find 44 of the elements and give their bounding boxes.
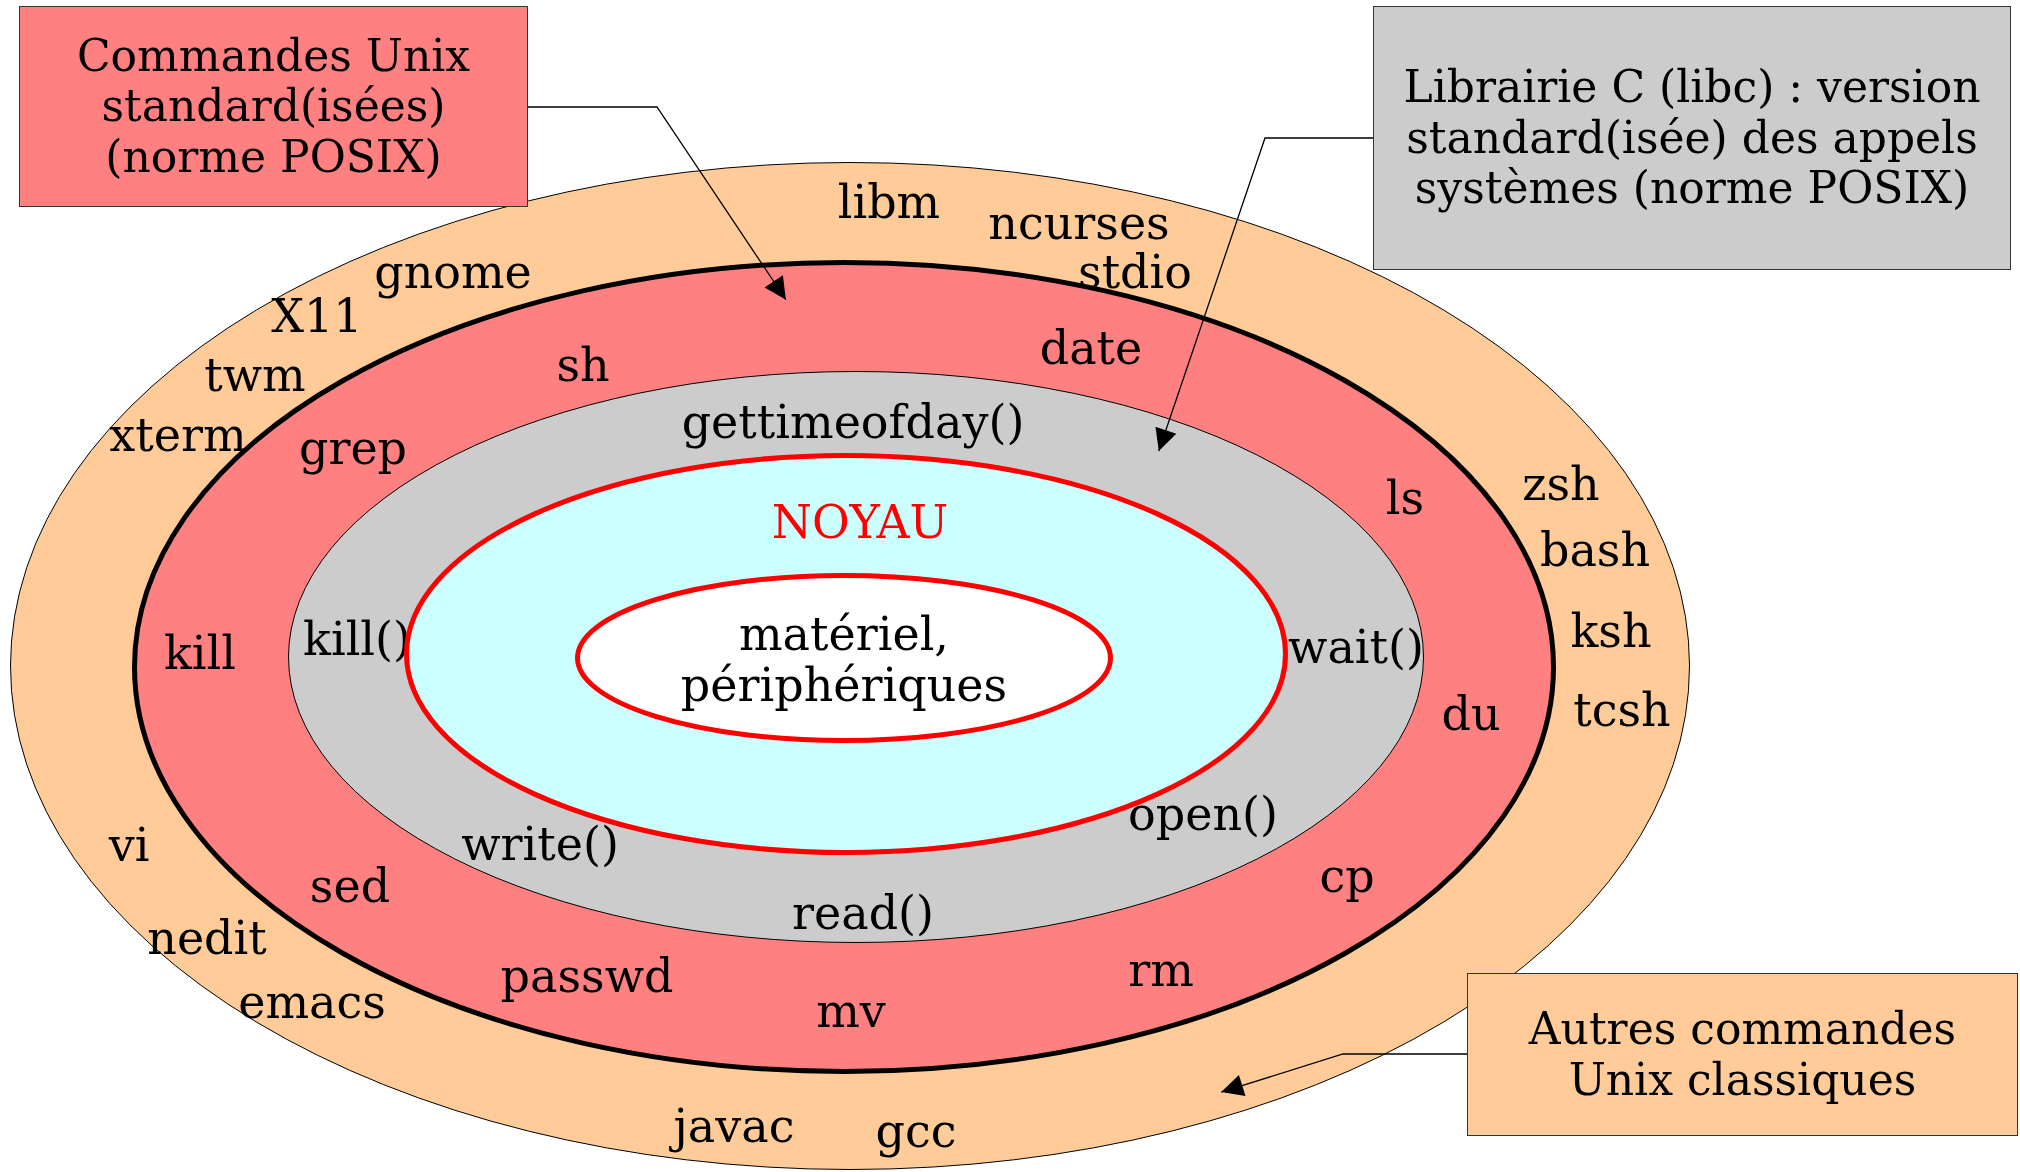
layer-item-label: X11 <box>271 290 363 342</box>
layer-item-label: gettimeofday() <box>681 396 1025 448</box>
layer-item-label: du <box>1441 688 1501 740</box>
layer-item-label: bash <box>1539 524 1651 576</box>
layer-item-label: NOYAU <box>771 496 949 548</box>
layer-item-label: matériel, périphériques <box>679 609 1009 711</box>
layer-item-label: passwd <box>500 950 674 1002</box>
callout-box <box>1373 6 2011 270</box>
hardware-ellipse <box>575 573 1113 743</box>
layer-item-label: ksh <box>1570 605 1652 657</box>
callout-box <box>1467 973 2018 1136</box>
callout-text: Librairie C (libc) : version standard(isée) des appels systèmes (norme POSIX) <box>1402 62 1982 214</box>
layer-item-label: zsh <box>1522 458 1600 510</box>
layer-item-label: nedit <box>147 912 267 964</box>
leader-arrow <box>1155 137 1374 452</box>
layer-item-label: gcc <box>875 1105 957 1157</box>
layer-item-label: date <box>1039 322 1143 374</box>
callout-text: Commandes Unix standard(isées) (norme POSIX) <box>75 30 472 183</box>
layer-item-label: ls <box>1385 472 1425 524</box>
layer-item-label: twm <box>204 349 306 401</box>
leader-arrow <box>527 106 787 301</box>
layer-item-label: kill <box>164 627 236 679</box>
leader-arrow <box>1220 1053 1468 1097</box>
layer-item-label: emacs <box>238 976 386 1028</box>
layer-item-label: kill() <box>303 613 411 665</box>
layer-item-label: rm <box>1128 944 1194 996</box>
layer-item-label: xterm <box>109 409 247 461</box>
layer-item-label: ncurses <box>988 197 1170 249</box>
layer-item-label: sed <box>309 860 391 912</box>
layer-item-label: write() <box>461 818 619 870</box>
layer-item-label: sh <box>556 339 610 391</box>
callout-text: Autres commandes Unix classiques <box>1527 1003 1958 1106</box>
callout-box <box>19 6 528 207</box>
layer-item-label: read() <box>792 887 934 939</box>
layer-item-label: tcsh <box>1573 684 1671 736</box>
layer-item-label: open() <box>1128 788 1278 840</box>
layer-item-label: stdio <box>1078 246 1192 298</box>
layer-item-label: gnome <box>374 246 532 298</box>
layer-item-label: grep <box>298 422 408 474</box>
layer-item-label: vi <box>108 819 150 871</box>
layer-item-label: cp <box>1319 850 1375 902</box>
layer-item-label: mv <box>816 985 886 1037</box>
layer-item-label: libm <box>837 176 941 228</box>
layer-item-label: wait() <box>1288 621 1424 673</box>
